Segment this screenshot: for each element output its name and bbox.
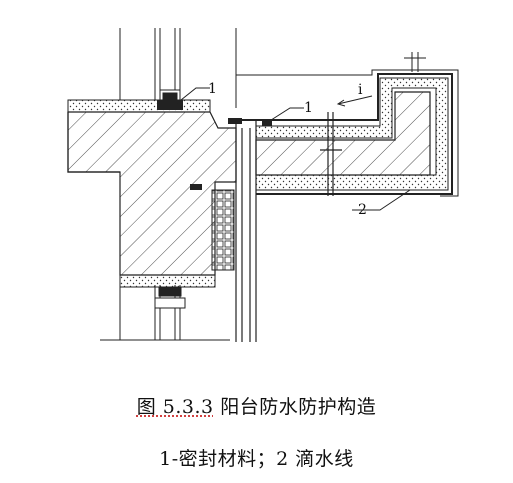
figure-number: 图 5.3.3 [136,396,214,418]
callout-1b-label: 1 [304,100,313,116]
insulation-block-left [211,189,235,271]
figure-legend: 1-密封材料；2 滴水线 [159,448,354,470]
sealant-block-4 [190,184,202,190]
anchor-bolt [320,112,342,196]
callout-leaders [175,87,411,211]
callout-1a-label: 1 [208,81,217,97]
slope-mark-label: i [358,82,363,98]
railing-post [404,52,426,72]
balcony-screed [255,77,449,191]
sealant-block-1 [157,100,183,110]
concrete-slab [67,111,237,276]
callout-2-label: 2 [358,202,367,218]
screed-layer [67,99,211,113]
upper-wall [119,28,237,103]
figure-caption: 图 5.3.3 阳台防水防护构造 [0,392,513,419]
sealant-block-3 [262,120,272,126]
slab-outline [67,112,120,173]
lower-wall [100,274,230,341]
slope-arrow [336,95,373,107]
balcony-waterproofing-section-drawing: i 1 1 2 [67,28,459,342]
balcony-parapet [236,69,459,197]
drain-pipe [235,120,257,342]
balcony-waterproof-membrane [236,73,453,195]
figure-title: 阳台防水防护构造 [220,396,377,418]
sealant-block-2 [228,118,242,124]
